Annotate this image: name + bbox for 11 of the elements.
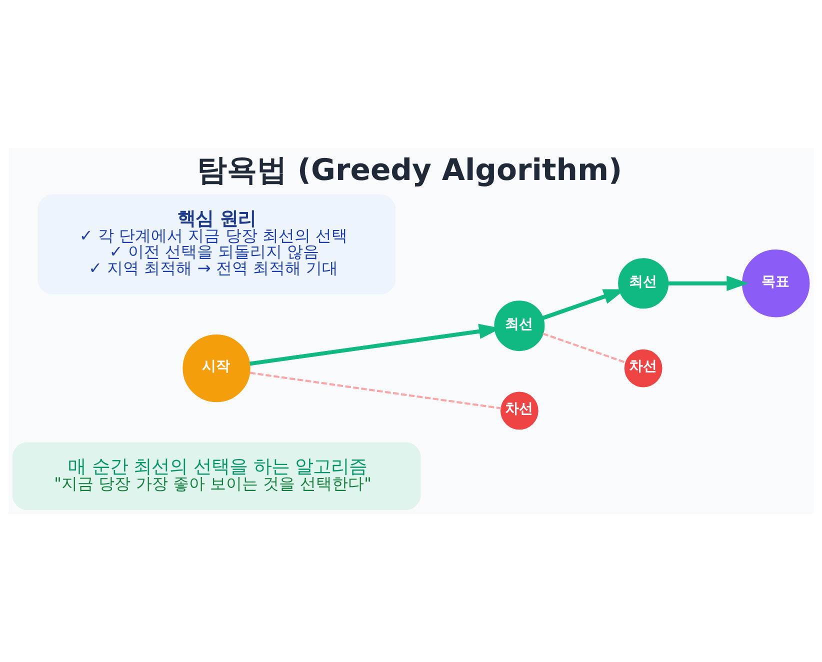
node-circle: 최선 — [618, 258, 669, 309]
node-circle: 목표 — [742, 250, 810, 318]
node-circle: 차선 — [500, 392, 538, 430]
node-circle: 차선 — [624, 349, 662, 388]
connector — [542, 332, 626, 364]
connector — [250, 372, 502, 410]
diagram-title: 탐욕법 (Greedy Algorithm) — [197, 152, 622, 188]
node-circle: 최선 — [494, 300, 545, 352]
arrow — [668, 276, 749, 292]
node-circle: 시작 — [182, 334, 250, 402]
node-box: 매 순간 최선의 선택을 하는 알고리즘 "지금 당장 가장 좋아 보이는 것을 선택한다" — [12, 442, 421, 510]
